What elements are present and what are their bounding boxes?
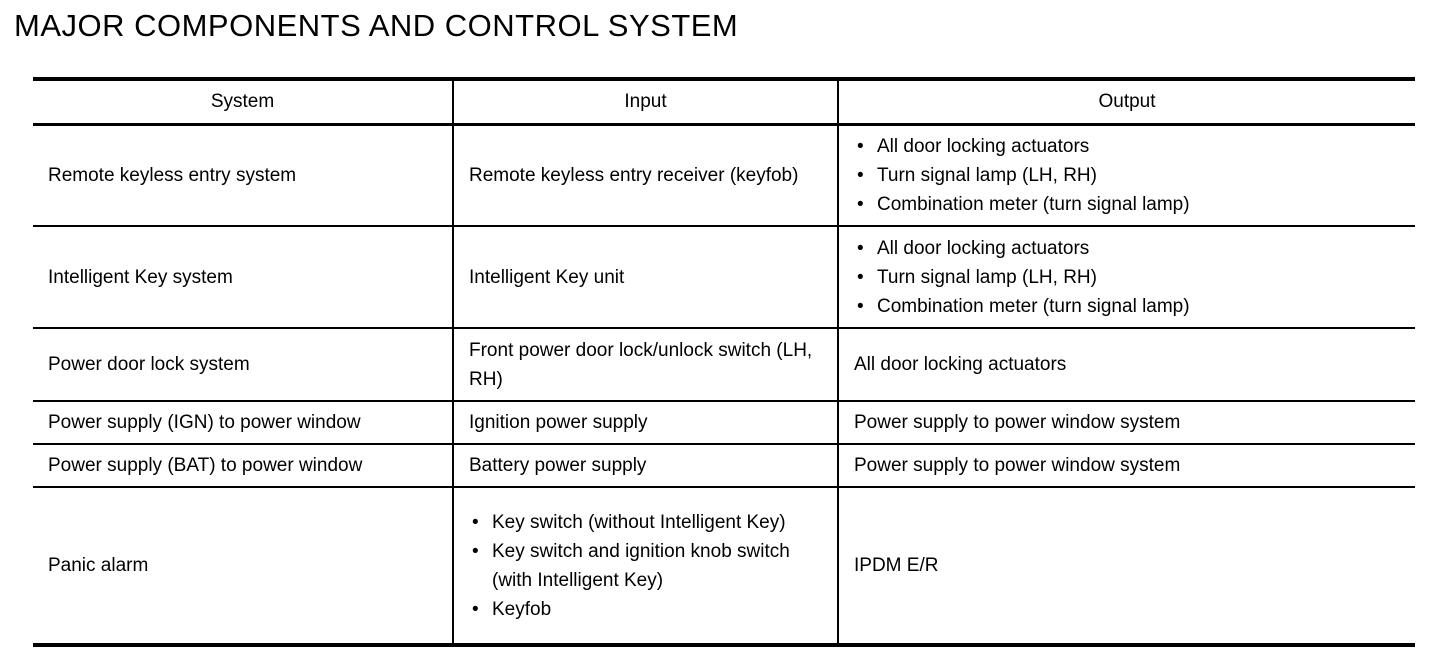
table-row: Intelligent Key system Intelligent Key un… — [33, 226, 1415, 328]
bullet-item: Key switch and ignition knob switch (wit… — [469, 537, 825, 595]
cell-system: Power supply (BAT) to power window — [48, 455, 363, 476]
bullet-item: Combination meter (turn signal lamp) — [854, 190, 1403, 219]
table-row: Remote keyless entry system Remote keyles… — [33, 124, 1415, 226]
cell-output: IPDM E/R — [837, 487, 1415, 645]
table-row: Panic alarm Key switch (without Intellige… — [33, 487, 1415, 645]
header-output: Output — [837, 79, 1415, 124]
cell-output: Power supply to power window system — [837, 401, 1415, 444]
bullet-item: Combination meter (turn signal lamp) — [854, 292, 1403, 321]
cell-input: Intelligent Key unit — [452, 226, 838, 328]
cell-system: Intelligent Key system — [48, 266, 233, 288]
cell-output: All door locking actuators — [837, 328, 1415, 401]
components-table: System Input Output Remote keyless entry… — [33, 77, 1415, 647]
bullet-item: Turn signal lamp (LH, RH) — [854, 263, 1403, 292]
cell-system: Remote keyless entry system — [48, 164, 297, 186]
table-row: Power supply (BAT) to power window Batter… — [33, 444, 1415, 487]
cell-system: Power supply (IGN) to power window — [48, 412, 361, 433]
bullet-item: Turn signal lamp (LH, RH) — [854, 161, 1403, 190]
cell-input: Key switch (without Intelligent Key)Key … — [452, 487, 838, 645]
header-system: System — [210, 91, 275, 113]
cell-input: Remote keyless entry receiver (keyfob) — [452, 124, 838, 226]
cell-output: All door locking actuatorsTurn signal la… — [837, 124, 1415, 226]
bullet-list: All door locking actuatorsTurn signal la… — [854, 132, 1403, 219]
bullet-item: All door locking actuators — [854, 132, 1403, 161]
cell-input: Battery power supply — [452, 444, 838, 487]
table-body: Remote keyless entry system Remote keyles… — [33, 124, 1415, 645]
table-header-row: System Input Output — [33, 79, 1415, 124]
cell-output: Power supply to power window system — [837, 444, 1415, 487]
page-title: MAJOR COMPONENTS AND CONTROL SYSTEM — [14, 8, 739, 43]
table-row: Power door lock system Front power door l… — [33, 328, 1415, 401]
header-input: Input — [452, 79, 838, 124]
bullet-item: All door locking actuators — [854, 234, 1403, 263]
cell-system: Power door lock system — [48, 354, 250, 375]
cell-input: Ignition power supply — [452, 401, 838, 444]
bullet-item: Key switch (without Intelligent Key) — [469, 508, 825, 537]
cell-system: Panic alarm — [48, 555, 149, 576]
cell-input: Front power door lock/unlock switch (LH,… — [452, 328, 838, 401]
cell-output: All door locking actuatorsTurn signal la… — [837, 226, 1415, 328]
bullet-item: Keyfob — [469, 595, 825, 624]
bullet-list: Key switch (without Intelligent Key)Key … — [469, 508, 825, 624]
bullet-list: All door locking actuatorsTurn signal la… — [854, 234, 1403, 321]
table-row: Power supply (IGN) to power window Igniti… — [33, 401, 1415, 444]
